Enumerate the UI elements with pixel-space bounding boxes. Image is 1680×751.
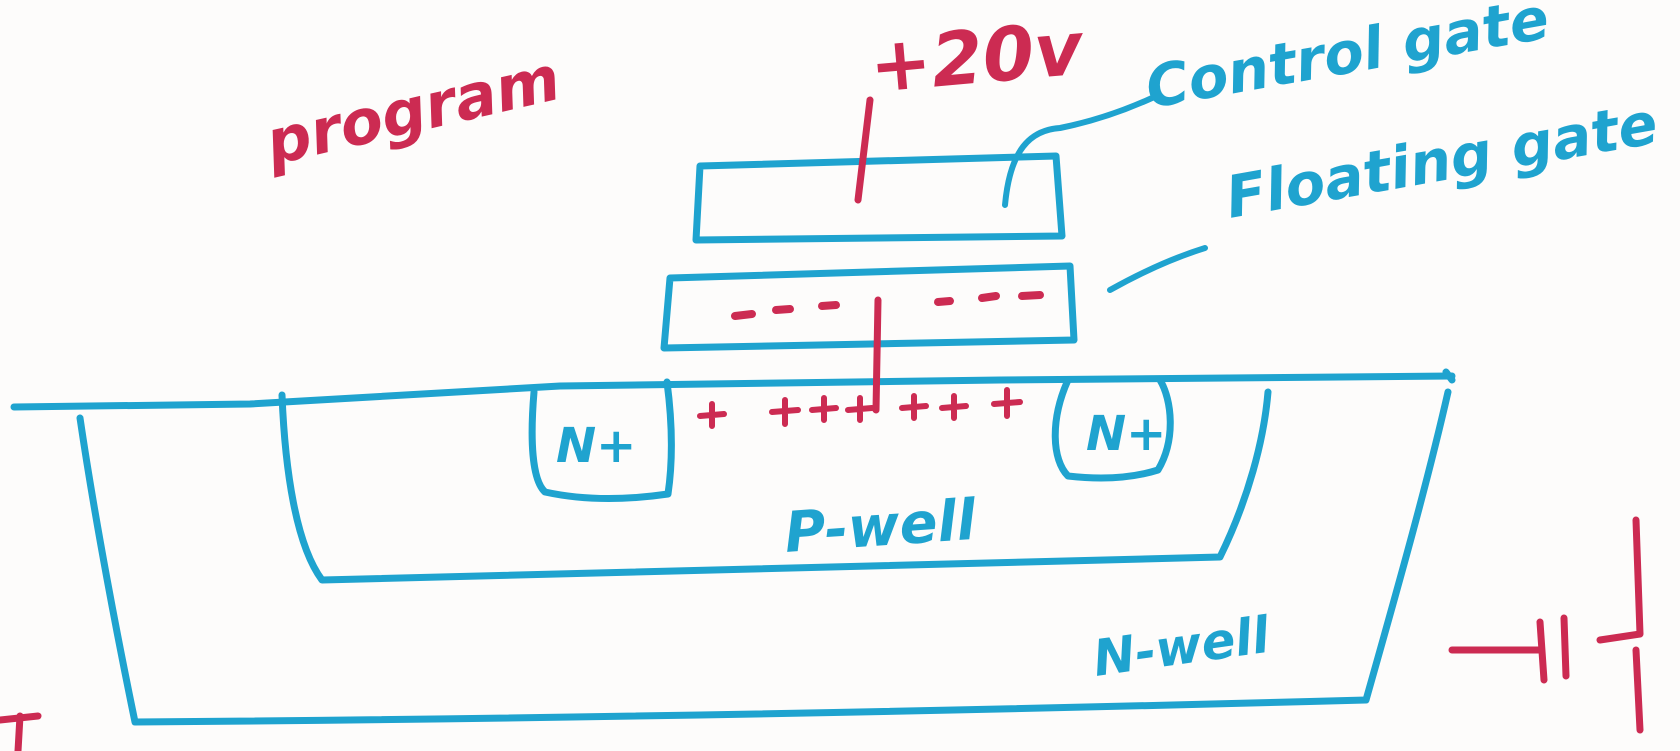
electron-mark [1018, 291, 1044, 300]
capacitor-symbol [1448, 516, 1644, 734]
channel-plus-mark [845, 395, 875, 423]
channel-plus-mark [769, 397, 801, 427]
surface-line-tick [1442, 368, 1456, 384]
source-n-plus-label: N+ [556, 418, 636, 474]
channel-plus-mark [991, 387, 1023, 419]
control-gate-leader [1002, 95, 1155, 208]
p-well-label: P-well [782, 488, 978, 566]
substrate-structure [10, 95, 1456, 726]
floating-gate-leader [1107, 245, 1208, 293]
charge-markings [0, 96, 1644, 751]
p-well-outline [278, 388, 1272, 584]
electron-mark [772, 305, 794, 314]
floating-gate-box [660, 262, 1078, 352]
n-well-outline [76, 388, 1452, 726]
voltage-lead-line [854, 96, 874, 204]
n-plus-source-region [528, 378, 675, 503]
n-plus-drain-region [1051, 376, 1174, 482]
electron-mark [978, 292, 1000, 302]
channel-charges [697, 387, 1023, 429]
channel-plus-mark [939, 393, 969, 421]
electron-charges [731, 291, 1044, 320]
electron-mark [818, 301, 840, 310]
channel-plus-mark [809, 395, 839, 423]
electron-mark [934, 297, 954, 306]
partial-letter-mark [0, 712, 42, 751]
control-gate-label: Control gate [1141, 0, 1554, 122]
control-gate-box [692, 152, 1066, 244]
drain-n-plus-label: N+ [1086, 406, 1166, 462]
channel-plus-mark [697, 401, 727, 429]
channel-connection-line [872, 296, 882, 414]
channel-plus-mark [899, 393, 929, 421]
n-well-label: N-well [1090, 606, 1274, 688]
voltage-label: +20v [866, 5, 1089, 109]
program-label: program [258, 41, 567, 180]
substrate-surface-line [10, 372, 1456, 411]
electron-mark [731, 310, 756, 320]
floating-gate-label: Floating gate [1221, 89, 1663, 232]
